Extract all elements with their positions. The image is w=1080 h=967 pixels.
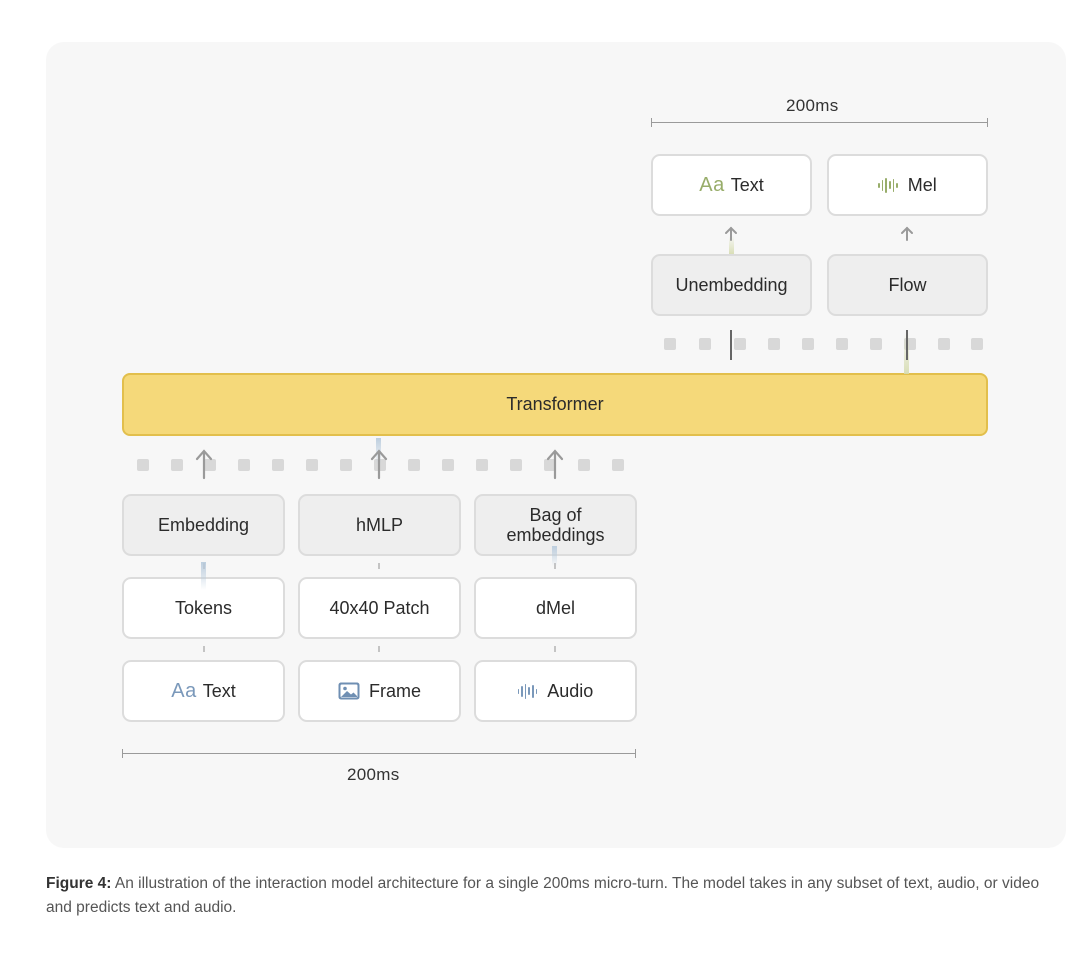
- input-token: [340, 459, 352, 471]
- caption-label: Figure 4:: [46, 875, 112, 892]
- figure-caption: Figure 4: An illustration of the interac…: [46, 872, 1056, 920]
- text-aa-icon: Aa: [699, 173, 725, 196]
- input-frame-box: Frame: [298, 660, 461, 722]
- connector-tick: [554, 646, 556, 652]
- embedding-box: Embedding: [122, 494, 285, 556]
- bottom-scale-cap-right: [635, 749, 636, 758]
- connector-tick: [378, 646, 380, 652]
- patch-box: 40x40 Patch: [298, 577, 461, 639]
- input-token: [544, 459, 556, 471]
- input-token: [578, 459, 590, 471]
- output-token: [938, 338, 950, 350]
- image-icon: [338, 682, 360, 700]
- output-text-box: Aa Text: [651, 154, 812, 216]
- top-scale-label: 200ms: [786, 96, 839, 115]
- waveform-icon: [517, 683, 538, 699]
- flow-box: Flow: [827, 254, 988, 316]
- connector-tick: [378, 563, 380, 569]
- output-token: [802, 338, 814, 350]
- bag-of-embeddings-label: Bag of embeddings: [506, 504, 605, 545]
- output-mel-label: Mel: [907, 174, 937, 195]
- arrow-up-icon: [725, 226, 737, 241]
- top-scale-cap-left: [651, 118, 652, 127]
- input-audio-label: Audio: [547, 680, 594, 701]
- flow-trace: [729, 236, 734, 254]
- top-scale-cap-right: [987, 118, 988, 127]
- unembedding-box: Unembedding: [651, 254, 812, 316]
- input-token: [171, 459, 183, 471]
- output-mel-box: Mel: [827, 154, 988, 216]
- bottom-scale-line: [122, 753, 636, 754]
- input-token: [612, 459, 624, 471]
- arrow-up-icon: [195, 449, 213, 480]
- arrow-up-icon: [546, 449, 564, 480]
- dmel-box: dMel: [474, 577, 637, 639]
- input-token: [306, 459, 318, 471]
- output-token: [699, 338, 711, 350]
- text-aa-icon: Aa: [171, 679, 197, 702]
- input-text-box: Aa Text: [122, 660, 285, 722]
- output-token: [734, 338, 746, 350]
- input-frame-label: Frame: [368, 680, 421, 701]
- hmlp-box: hMLP: [298, 494, 461, 556]
- input-token: [272, 459, 284, 471]
- input-token: [204, 459, 216, 471]
- input-token: [476, 459, 488, 471]
- output-token: [971, 338, 983, 350]
- arrow-up-icon: [901, 226, 913, 241]
- input-token: [442, 459, 454, 471]
- flow-trace: [552, 546, 557, 566]
- bottom-scale-cap-left: [122, 749, 123, 758]
- output-text-label: Text: [730, 174, 764, 195]
- arrow-up-icon: [370, 449, 388, 480]
- waveform-icon: [878, 177, 898, 193]
- input-token: [510, 459, 522, 471]
- input-token: [408, 459, 420, 471]
- input-text-label: Text: [202, 680, 236, 701]
- input-token: [137, 459, 149, 471]
- input-token: [238, 459, 250, 471]
- output-token: [768, 338, 780, 350]
- bag-of-embeddings-box: Bag of embeddings: [474, 494, 637, 556]
- output-token: [836, 338, 848, 350]
- flow-trace: [201, 562, 206, 590]
- connector-tick: [203, 646, 205, 652]
- top-scale-line: [651, 122, 988, 123]
- bottom-scale-label: 200ms: [347, 765, 400, 784]
- transformer-block: Transformer: [122, 373, 988, 436]
- output-token: [664, 338, 676, 350]
- output-token: [870, 338, 882, 350]
- input-audio-box: Audio: [474, 660, 637, 722]
- caption-text: An illustration of the interaction model…: [46, 875, 1040, 916]
